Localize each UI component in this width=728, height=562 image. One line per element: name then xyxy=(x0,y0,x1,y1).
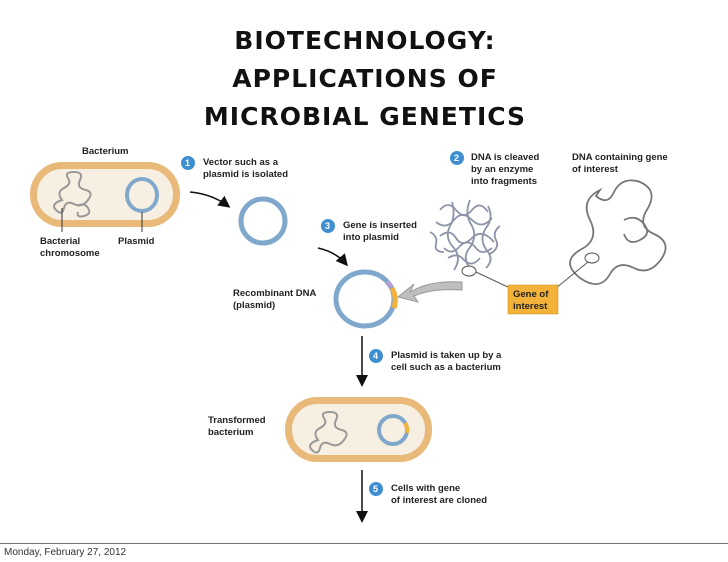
isolated-plasmid xyxy=(241,199,285,243)
label-transformed-1: Transformed xyxy=(208,415,266,426)
label-recombinant-2: (plasmid) xyxy=(233,300,275,311)
step-5-line-1: Cells with gene xyxy=(391,483,460,494)
step-5-line-2: of interest are cloned xyxy=(391,495,487,506)
footer-date: Monday, February 27, 2012 xyxy=(4,547,126,558)
step-4-line-1: Plasmid is taken up by a xyxy=(391,350,502,361)
gene-in-dna-marker xyxy=(585,253,599,263)
dna-fragments xyxy=(430,200,500,270)
label-plasmid: Plasmid xyxy=(118,236,155,247)
step-5-badge: 5 xyxy=(369,482,383,496)
insertion-arrow xyxy=(398,282,462,302)
svg-text:4: 4 xyxy=(373,351,378,361)
step-4-badge: 4 xyxy=(369,349,383,363)
bacterium-cell xyxy=(30,162,180,227)
step-4-line-2: cell such as a bacterium xyxy=(391,362,501,373)
gene-box-line-2: interest xyxy=(513,301,548,312)
step-3-badge: 3 xyxy=(321,219,335,233)
gene-box-line-1: Gene of xyxy=(513,289,549,300)
gene-fragment-marker xyxy=(462,266,476,276)
svg-text:2: 2 xyxy=(454,153,459,163)
label-chromosome: chromosome xyxy=(40,248,100,259)
label-recombinant-1: Recombinant DNA xyxy=(233,288,317,299)
label-dna-gene-1: DNA containing gene xyxy=(572,152,668,163)
recombinant-plasmid xyxy=(336,272,395,326)
step-3-line-2: into plasmid xyxy=(343,232,399,243)
step-2-line-2: by an enzyme xyxy=(471,164,533,175)
label-bacterium: Bacterium xyxy=(82,146,128,157)
step-2-badge: 2 xyxy=(450,151,464,165)
dna-with-gene xyxy=(570,180,666,284)
step-1-badge: 1 xyxy=(181,156,195,170)
step-2-line-1: DNA is cleaved xyxy=(471,152,539,163)
svg-text:3: 3 xyxy=(325,221,330,231)
svg-text:1: 1 xyxy=(185,158,190,168)
label-transformed-2: bacterium xyxy=(208,427,253,438)
step-1-line-1: Vector such as a xyxy=(203,157,279,168)
transformed-bacterium xyxy=(285,397,432,462)
svg-text:5: 5 xyxy=(373,484,378,494)
step-3-line-1: Gene is inserted xyxy=(343,220,417,231)
label-bacterial: Bacterial xyxy=(40,236,80,247)
step-1-line-2: plasmid is isolated xyxy=(203,169,288,180)
step-2-line-3: into fragments xyxy=(471,176,537,187)
label-dna-gene-2: of interest xyxy=(572,164,619,175)
